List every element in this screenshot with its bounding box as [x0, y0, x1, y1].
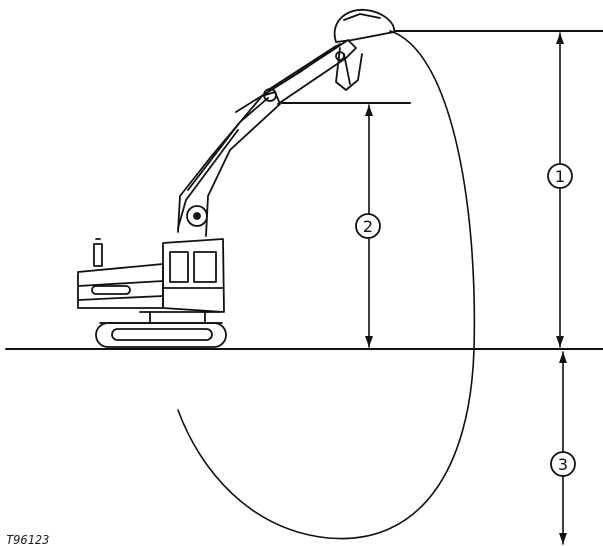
excavator-track-inner: [111, 328, 213, 341]
callout-label-1: 1: [555, 167, 565, 186]
callout-label-3: 3: [558, 455, 568, 474]
dimension-1-arrow-top: [556, 33, 564, 44]
dimension-2: 2: [355, 104, 381, 348]
dimension-1-arrow-bottom: [556, 336, 564, 347]
excavator-bucket: [333, 9, 396, 43]
dimension-2-arrow-bottom: [365, 336, 373, 347]
callout-circle-3: [550, 451, 576, 477]
working-range-envelope: [177, 30, 476, 540]
excavator-cab: [162, 238, 225, 313]
excavator-cab-window-right: [193, 251, 217, 283]
dimension-3-arrow-top: [559, 352, 567, 363]
excavator-cab-window-left: [169, 251, 189, 283]
excavator-arm-cylinder: [235, 43, 341, 113]
callout-circle-1: [547, 163, 573, 189]
excavator-boom: [177, 91, 281, 237]
excavator-boom-cylinder: [177, 129, 239, 229]
callout-circle-2: [355, 213, 381, 239]
excavator-bucket-link: [335, 47, 363, 91]
excavator-illustration: [77, 9, 396, 348]
dimension-2-arrow-top: [365, 105, 373, 116]
excavator-track: [95, 322, 227, 348]
excavator-grille: [91, 285, 131, 295]
dimension-3: 3: [550, 351, 576, 545]
dimension-3-arrow-bottom: [559, 533, 567, 544]
excavator-exhaust: [93, 243, 103, 267]
callout-label-2: 2: [363, 217, 373, 236]
dimension-1: 1: [547, 32, 573, 348]
reference-code: T96123: [6, 533, 49, 546]
